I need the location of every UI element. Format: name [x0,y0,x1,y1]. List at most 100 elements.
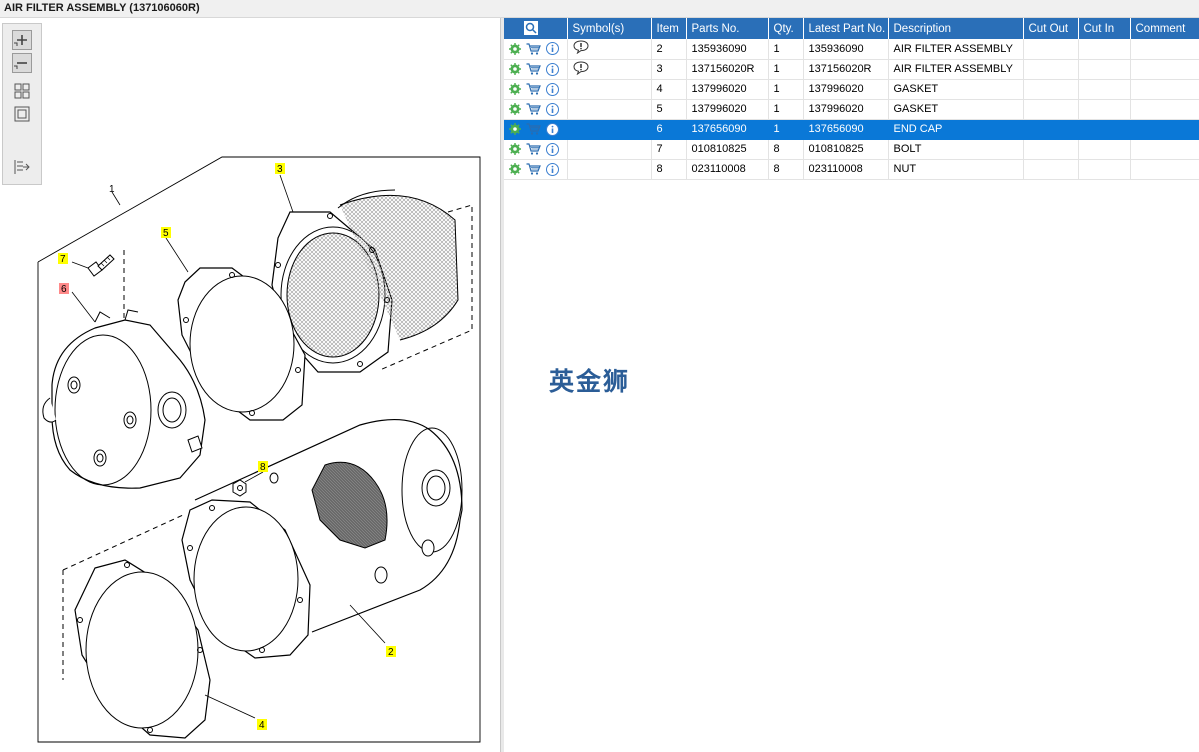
cell-qty: 8 [768,159,804,180]
cart-icon[interactable] [526,123,541,135]
zoom-out-icon[interactable] [12,53,32,73]
callout-8[interactable]: 8 [260,462,266,473]
table-row[interactable]: 3 137156020R 1 137156020R AIR FILTER ASS… [504,59,1199,80]
cell-comment [1130,99,1199,120]
cart-icon[interactable] [526,43,541,55]
fit-window-icon[interactable] [12,105,32,125]
zoom-in-icon[interactable] [12,30,32,50]
row-actions [504,99,568,120]
cart-icon[interactable] [526,83,541,95]
column-header-qty[interactable]: Qty. [768,18,804,39]
table-row[interactable]: 7 010810825 8 010810825 BOLT [504,139,1199,160]
cart-icon[interactable] [526,143,541,155]
cell-item: 8 [651,159,687,180]
cart-icon[interactable] [526,163,541,175]
callout-3[interactable]: 3 [277,164,283,175]
exploded-view-drawing[interactable]: 1 3 5 7 6 8 2 4 [0,18,500,752]
cell-cut-in [1078,159,1131,180]
exclamation-speech-icon[interactable] [572,40,589,57]
gear-icon[interactable] [509,42,521,55]
cell-latest-part-no: 137156020R [803,59,889,80]
info-icon[interactable] [546,142,560,156]
gear-icon[interactable] [509,143,521,155]
cell-qty: 1 [768,119,804,140]
cell-cut-in [1078,39,1131,60]
info-icon[interactable] [546,62,560,76]
parts-table-body: 2 135936090 1 135936090 AIR FILTER ASSEM… [504,39,1199,180]
cell-comment [1130,119,1199,140]
callout-4[interactable]: 4 [259,720,265,731]
gear-icon[interactable] [509,83,521,95]
info-icon[interactable] [546,82,560,96]
cell-cut-in [1078,99,1131,120]
cell-item: 7 [651,139,687,160]
cart-icon[interactable] [526,63,541,75]
callout-8-bg [258,461,268,472]
row-actions [504,39,568,60]
callout-1[interactable]: 1 [109,184,115,195]
cell-cut-out [1023,39,1079,60]
search-image-icon[interactable] [524,21,538,35]
column-header-description[interactable]: Description [888,18,1024,39]
column-header-latest-part-no[interactable]: Latest Part No. [803,18,889,39]
callout-2[interactable]: 2 [388,647,394,658]
table-row[interactable]: 4 137996020 1 137996020 GASKET [504,79,1199,100]
fit-all-icon[interactable] [12,82,32,102]
cell-description: AIR FILTER ASSEMBLY [888,59,1024,80]
cell-parts-no: 010810825 [686,139,769,160]
cell-description: GASKET [888,99,1024,120]
cell-symbols [567,79,652,100]
gear-icon[interactable] [509,163,521,175]
column-header-cut-out[interactable]: Cut Out [1023,18,1079,39]
cell-cut-in [1078,119,1131,140]
cell-description: GASKET [888,79,1024,100]
callout-6-bg [59,283,69,294]
cell-comment [1130,139,1199,160]
table-row[interactable]: 5 137996020 1 137996020 GASKET [504,99,1199,120]
cell-description: NUT [888,159,1024,180]
cell-cut-out [1023,79,1079,100]
column-header-parts-no[interactable]: Parts No. [686,18,769,39]
cell-cut-in [1078,79,1131,100]
info-icon[interactable] [546,102,560,116]
pane-splitter[interactable] [501,18,504,752]
cell-symbols [567,39,652,60]
gear-icon[interactable] [509,103,521,115]
column-header-actions[interactable] [504,18,568,39]
callout-6[interactable]: 6 [61,284,67,295]
cell-description: END CAP [888,119,1024,140]
table-row[interactable]: 2 135936090 1 135936090 AIR FILTER ASSEM… [504,39,1199,60]
row-actions [504,139,568,160]
cell-item: 3 [651,59,687,80]
callout-7[interactable]: 7 [60,254,66,265]
cell-cut-out [1023,99,1079,120]
exclamation-speech-icon[interactable] [572,60,589,78]
row-actions [504,59,568,80]
info-icon[interactable] [546,42,560,56]
parts-table: Symbol(s) Item Parts No. Qty. Latest Par… [504,18,1199,180]
cell-qty: 1 [768,39,804,60]
drawing-pane[interactable]: 1 3 5 7 6 8 2 4 [0,18,501,752]
callout-4-bg [257,719,267,730]
cell-comment [1130,39,1199,60]
info-icon[interactable] [546,122,560,136]
export-icon[interactable] [12,158,32,178]
table-row[interactable]: 8 023110008 8 023110008 NUT [504,159,1199,180]
cell-latest-part-no: 010810825 [803,139,889,160]
column-header-cut-in[interactable]: Cut In [1078,18,1131,39]
callout-3-bg [275,163,285,174]
column-header-symbols[interactable]: Symbol(s) [567,18,652,39]
info-icon[interactable] [546,162,560,176]
callout-7-bg [58,253,68,264]
gear-icon[interactable] [509,63,521,75]
cart-icon[interactable] [526,103,541,115]
column-header-comment[interactable]: Comment [1130,18,1199,39]
cell-latest-part-no: 137996020 [803,99,889,120]
callout-5-bg [161,227,171,238]
table-row[interactable]: 6 137656090 1 137656090 END CAP [504,119,1199,140]
callout-5[interactable]: 5 [163,228,169,239]
cell-cut-in [1078,139,1131,160]
column-header-item[interactable]: Item [651,18,687,39]
gear-icon[interactable] [509,123,521,135]
table-header-row: Symbol(s) Item Parts No. Qty. Latest Par… [504,18,1199,39]
